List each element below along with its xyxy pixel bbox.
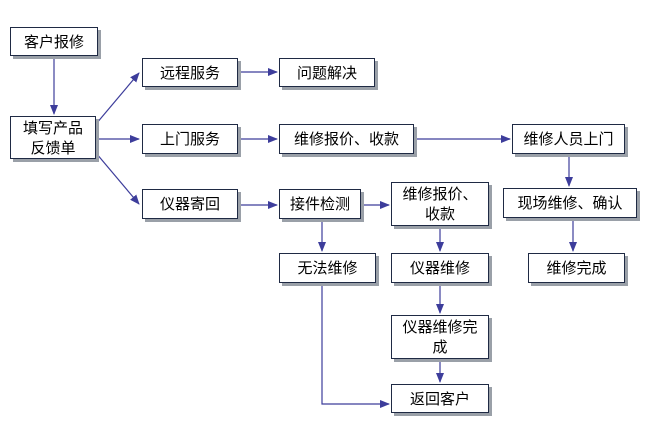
node-quote-collect-mid-label-2: 收款 <box>424 205 455 223</box>
node-instrument-return-label: 仪器寄回 <box>159 195 220 213</box>
node-onsite-repair-confirm-label: 现场维修、确认 <box>517 194 623 212</box>
node-instrument-repair-complete: 仪器维修完 成 <box>391 315 489 359</box>
node-receive-inspect-label: 接件检测 <box>289 195 350 213</box>
node-unrepairable-label: 无法维修 <box>297 259 358 277</box>
node-unrepairable: 无法维修 <box>279 253 376 283</box>
node-return-customer-label: 返回客户 <box>409 389 470 408</box>
node-quote-collect-mid-label-1: 维修报价、 <box>402 185 478 203</box>
node-customer-report-label: 客户报修 <box>23 32 84 51</box>
node-quote-collect-mid: 维修报价、 收款 <box>391 182 489 226</box>
node-instrument-repair-label: 仪器维修 <box>409 259 470 277</box>
arrow-feedback-to-return <box>95 152 140 205</box>
node-receive-inspect: 接件检测 <box>279 189 361 219</box>
node-fill-feedback: 填写产品 反馈单 <box>10 116 96 159</box>
arrow-feedback-to-remote <box>95 72 140 125</box>
node-remote-service: 远程服务 <box>142 58 238 87</box>
node-problem-solved: 问题解决 <box>279 58 375 87</box>
node-fill-feedback-label-1: 填写产品 <box>22 118 83 137</box>
node-technician-visit: 维修人员上门 <box>512 124 625 154</box>
node-quote-collect-top: 维修报价、收款 <box>279 124 414 154</box>
node-remote-service-label: 远程服务 <box>159 63 220 82</box>
node-repair-complete: 维修完成 <box>528 253 625 283</box>
node-fill-feedback-label-2: 反馈单 <box>30 138 76 157</box>
node-customer-report: 客户报修 <box>10 27 98 56</box>
node-instrument-repair-complete-label-2: 成 <box>432 338 448 356</box>
node-instrument-repair-complete-label-1: 仪器维修完 <box>402 318 478 336</box>
node-onsite-service: 上门服务 <box>142 124 238 154</box>
node-instrument-return: 仪器寄回 <box>142 189 238 219</box>
node-repair-complete-label: 维修完成 <box>546 259 607 277</box>
node-instrument-repair: 仪器维修 <box>391 253 489 283</box>
node-onsite-repair-confirm: 现场维修、确认 <box>503 188 637 218</box>
node-problem-solved-label: 问题解决 <box>296 63 357 82</box>
node-onsite-service-label: 上门服务 <box>159 130 220 148</box>
node-quote-collect-top-label: 维修报价、收款 <box>293 130 399 148</box>
node-technician-visit-label: 维修人员上门 <box>523 130 614 148</box>
arrow-unrepairable-to-return <box>321 283 390 408</box>
node-return-customer: 返回客户 <box>391 384 489 413</box>
